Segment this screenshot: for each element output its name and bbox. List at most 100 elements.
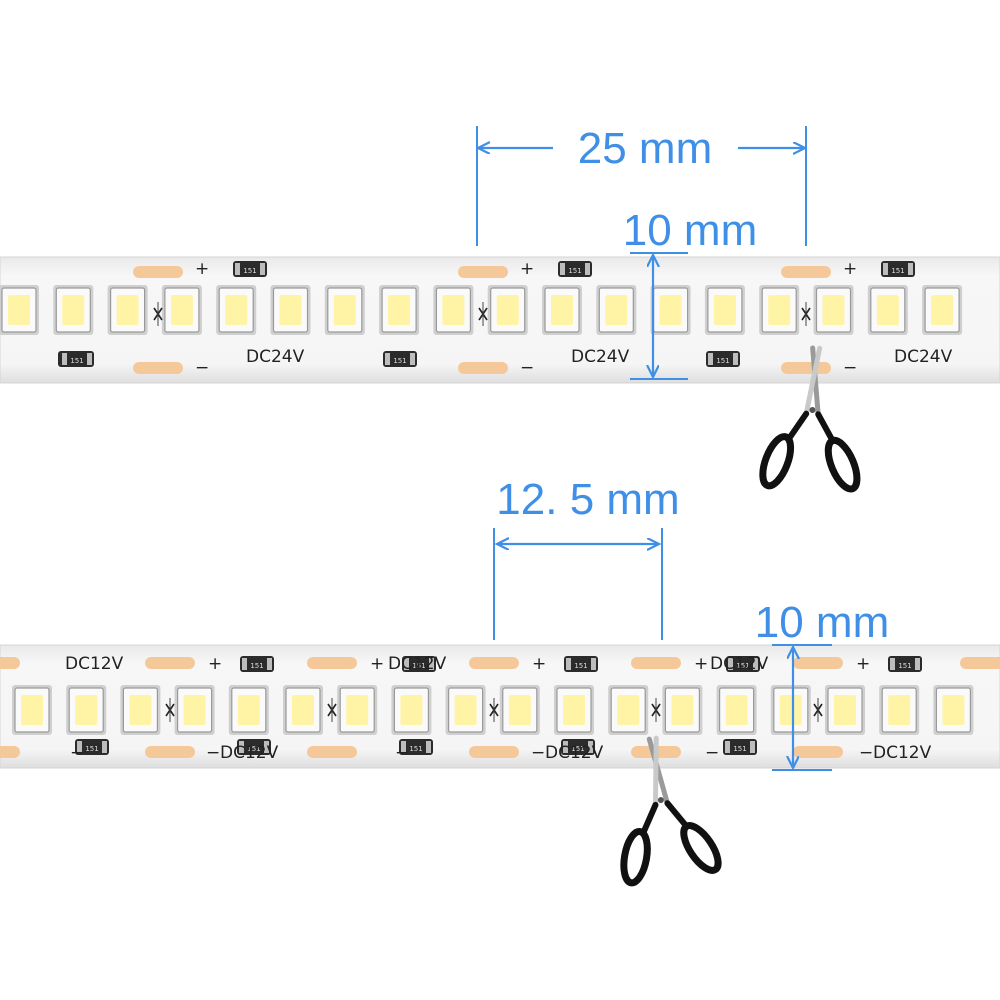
resistor-code: 151 <box>571 745 584 753</box>
resistor-cap <box>267 658 272 670</box>
resistor-cap <box>410 353 415 365</box>
voltage-label: DC24V <box>894 347 953 367</box>
led-emitter <box>876 295 899 325</box>
resistor-cap <box>753 658 758 670</box>
resistor-code: 151 <box>898 662 911 670</box>
led-emitter <box>21 695 43 725</box>
solder-pad <box>307 746 357 758</box>
voltage-label: DC12V <box>65 654 124 674</box>
resistor-code: 151 <box>409 745 422 753</box>
resistor <box>402 656 436 672</box>
resistor-cap <box>429 658 434 670</box>
led-emitter <box>605 295 628 325</box>
resistor-cap <box>385 353 390 365</box>
resistor-cap <box>728 658 733 670</box>
resistor <box>726 656 760 672</box>
solder-pad <box>960 657 1000 669</box>
resistor-code: 151 <box>412 662 425 670</box>
solder-pad <box>469 657 519 669</box>
led-emitter <box>834 695 856 725</box>
voltage-label: DC12V <box>220 743 279 763</box>
solder-pad <box>781 362 831 374</box>
led-emitter <box>388 295 411 325</box>
strip-width-label: 10 mm <box>623 206 757 255</box>
resistor-cap <box>77 741 82 753</box>
plus-sign: + <box>843 259 857 279</box>
led-emitter <box>237 695 260 725</box>
resistor-cap <box>404 658 409 670</box>
scissors-icon <box>759 345 861 493</box>
resistor-cap <box>260 263 265 275</box>
resistor-cap <box>62 353 67 365</box>
resistor-cap <box>566 658 571 670</box>
resistor-code: 151 <box>736 662 749 670</box>
plus-sign: + <box>370 654 384 674</box>
resistor <box>60 351 94 367</box>
solder-pad <box>458 266 508 278</box>
minus-sign: − <box>195 358 209 378</box>
led-emitter <box>170 295 193 325</box>
resistor <box>233 261 267 277</box>
led-emitter <box>768 295 791 325</box>
resistor <box>237 739 271 755</box>
resistor <box>561 739 595 755</box>
voltage-label: DC24V <box>571 347 630 367</box>
led-emitter <box>333 295 356 325</box>
resistor-code: 151 <box>733 745 746 753</box>
led-emitter <box>931 295 954 325</box>
resistor-cap <box>102 741 107 753</box>
minus-sign: − <box>206 743 220 763</box>
led-emitter <box>779 695 802 725</box>
plus-sign: + <box>520 259 534 279</box>
resistor-cap <box>890 658 895 670</box>
solder-pad <box>145 746 195 758</box>
resistor <box>723 739 757 755</box>
resistor-cap <box>560 263 565 275</box>
led-emitter <box>442 295 465 325</box>
resistor-cap <box>588 741 593 753</box>
resistor <box>558 261 592 277</box>
resistor <box>881 261 915 277</box>
resistor <box>564 656 598 672</box>
resistor-cap <box>725 741 730 753</box>
led-emitter <box>346 695 369 725</box>
led-emitter <box>116 295 139 325</box>
plus-sign: + <box>208 654 222 674</box>
minus-sign: − <box>531 743 545 763</box>
resistor-code: 151 <box>716 357 729 365</box>
led-emitter <box>292 695 314 725</box>
resistor-code: 151 <box>568 267 581 275</box>
plus-sign: + <box>532 654 546 674</box>
resistor <box>399 739 433 755</box>
voltage-label: DC12V <box>710 654 769 674</box>
solder-pad <box>133 266 183 278</box>
resistor-code: 151 <box>250 662 263 670</box>
resistor-cap <box>915 658 920 670</box>
led-emitter <box>496 295 519 325</box>
solder-pad <box>793 657 843 669</box>
solder-pad <box>145 657 195 669</box>
resistor <box>240 656 274 672</box>
minus-sign: − <box>520 358 534 378</box>
resistor-cap <box>908 263 913 275</box>
resistor-cap <box>87 353 92 365</box>
resistor-cap <box>426 741 431 753</box>
minus-sign: − <box>395 743 409 763</box>
led-emitter <box>563 695 585 725</box>
minus-sign: − <box>843 358 857 378</box>
solder-pad <box>469 746 519 758</box>
led-emitter <box>225 295 248 325</box>
resistor-cap <box>239 741 244 753</box>
resistor-cap <box>264 741 269 753</box>
voltage-label: DC12V <box>873 743 932 763</box>
resistor-cap <box>733 353 738 365</box>
solder-pad <box>781 266 831 278</box>
led-emitter <box>617 695 640 725</box>
strip-components: +−151DC24V151+−151DC24V151+−151DC24V1511… <box>0 259 963 378</box>
resistor-cap <box>235 263 240 275</box>
resistor-cap <box>401 741 406 753</box>
led-emitter <box>508 695 531 725</box>
resistor-code: 151 <box>85 745 98 753</box>
resistor-cap <box>708 353 713 365</box>
